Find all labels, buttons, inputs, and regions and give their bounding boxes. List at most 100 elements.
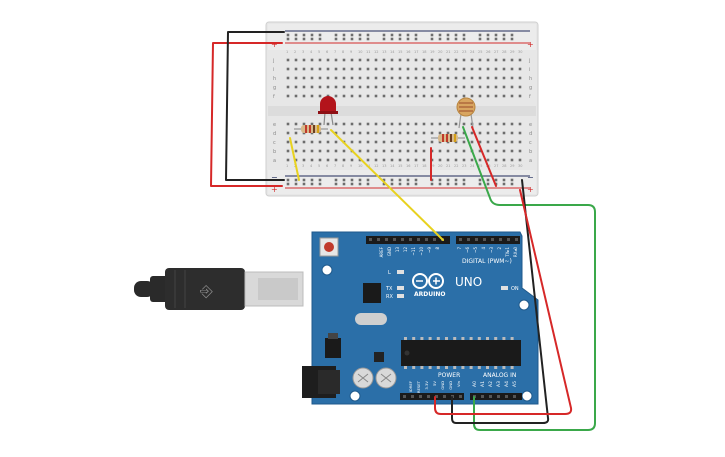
breadboard-hole[interactable] <box>382 94 386 98</box>
breadboard-hole[interactable] <box>366 94 370 98</box>
breadboard-hole[interactable] <box>510 94 514 98</box>
header-pin[interactable] <box>411 395 414 398</box>
breadboard-hole[interactable] <box>294 140 298 144</box>
breadboard-hole[interactable] <box>358 122 362 126</box>
rail-hole[interactable] <box>462 37 466 41</box>
header-pin[interactable] <box>505 395 508 398</box>
breadboard-hole[interactable] <box>286 67 290 71</box>
rail-hole[interactable] <box>478 182 482 186</box>
wire-red-rail-left[interactable] <box>210 42 283 187</box>
breadboard-hole[interactable] <box>390 131 394 135</box>
breadboard-hole[interactable] <box>446 85 450 89</box>
breadboard-hole[interactable] <box>310 94 314 98</box>
rail-hole[interactable] <box>302 37 306 41</box>
breadboard-hole[interactable] <box>398 76 402 80</box>
breadboard-hole[interactable] <box>406 67 410 71</box>
breadboard-hole[interactable] <box>422 158 426 162</box>
breadboard-hole[interactable] <box>494 76 498 80</box>
breadboard-hole[interactable] <box>310 58 314 62</box>
breadboard-hole[interactable] <box>486 67 490 71</box>
header-pin[interactable] <box>459 395 462 398</box>
breadboard-hole[interactable] <box>494 58 498 62</box>
breadboard-hole[interactable] <box>398 149 402 153</box>
breadboard-hole[interactable] <box>446 58 450 62</box>
breadboard-hole[interactable] <box>406 131 410 135</box>
breadboard-hole[interactable] <box>350 58 354 62</box>
breadboard-hole[interactable] <box>374 58 378 62</box>
rail-hole[interactable] <box>406 178 410 182</box>
rail-hole[interactable] <box>398 178 402 182</box>
rail-hole[interactable] <box>494 33 498 37</box>
breadboard-holes[interactable] <box>286 33 522 186</box>
header-pin[interactable] <box>513 395 516 398</box>
rail-hole[interactable] <box>462 33 466 37</box>
breadboard-hole[interactable] <box>510 140 514 144</box>
rail-hole[interactable] <box>334 182 338 186</box>
rail-hole[interactable] <box>350 178 354 182</box>
breadboard-hole[interactable] <box>390 76 394 80</box>
header-pin[interactable] <box>409 238 412 241</box>
rail-hole[interactable] <box>438 37 442 41</box>
breadboard-hole[interactable] <box>310 76 314 80</box>
rail-hole[interactable] <box>294 182 298 186</box>
breadboard-hole[interactable] <box>454 131 458 135</box>
breadboard-hole[interactable] <box>286 85 290 89</box>
breadboard-hole[interactable] <box>470 94 474 98</box>
resistor-ldr[interactable] <box>431 134 465 142</box>
breadboard-hole[interactable] <box>366 76 370 80</box>
breadboard-hole[interactable] <box>334 122 338 126</box>
rail-hole[interactable] <box>446 37 450 41</box>
breadboard-hole[interactable] <box>294 85 298 89</box>
breadboard-hole[interactable] <box>502 149 506 153</box>
breadboard-hole[interactable] <box>326 58 330 62</box>
header-pin[interactable] <box>377 238 380 241</box>
breadboard-hole[interactable] <box>518 85 522 89</box>
breadboard-hole[interactable] <box>294 149 298 153</box>
breadboard-hole[interactable] <box>374 158 378 162</box>
header-pin[interactable] <box>401 238 404 241</box>
rail-hole[interactable] <box>350 37 354 41</box>
wire-green-a0[interactable] <box>462 126 596 431</box>
breadboard-hole[interactable] <box>518 131 522 135</box>
breadboard-hole[interactable] <box>486 58 490 62</box>
rail-hole[interactable] <box>414 33 418 37</box>
rail-hole[interactable] <box>342 37 346 41</box>
rail-hole[interactable] <box>430 182 434 186</box>
breadboard-hole[interactable] <box>518 94 522 98</box>
breadboard-hole[interactable] <box>326 76 330 80</box>
power-header[interactable] <box>400 393 464 400</box>
breadboard-hole[interactable] <box>366 158 370 162</box>
breadboard-hole[interactable] <box>502 58 506 62</box>
breadboard-hole[interactable] <box>486 131 490 135</box>
breadboard-hole[interactable] <box>462 149 466 153</box>
breadboard-hole[interactable] <box>510 76 514 80</box>
breadboard-hole[interactable] <box>430 67 434 71</box>
breadboard-hole[interactable] <box>422 131 426 135</box>
rail-hole[interactable] <box>414 37 418 41</box>
header-pin[interactable] <box>427 395 430 398</box>
rail-hole[interactable] <box>350 33 354 37</box>
breadboard-hole[interactable] <box>502 122 506 126</box>
breadboard-hole[interactable] <box>358 94 362 98</box>
rail-hole[interactable] <box>286 182 290 186</box>
rail-hole[interactable] <box>462 178 466 182</box>
rail-hole[interactable] <box>510 37 514 41</box>
breadboard-hole[interactable] <box>398 94 402 98</box>
wire-black-rail-left[interactable] <box>225 31 285 181</box>
breadboard-hole[interactable] <box>294 76 298 80</box>
breadboard-hole[interactable] <box>462 122 466 126</box>
breadboard-hole[interactable] <box>294 122 298 126</box>
breadboard-hole[interactable] <box>334 131 338 135</box>
rail-hole[interactable] <box>318 33 322 37</box>
breadboard-hole[interactable] <box>318 122 322 126</box>
breadboard-hole[interactable] <box>358 131 362 135</box>
breadboard-hole[interactable] <box>406 76 410 80</box>
breadboard-hole[interactable] <box>454 67 458 71</box>
breadboard-hole[interactable] <box>374 67 378 71</box>
digital-header-left[interactable] <box>366 236 450 244</box>
breadboard-hole[interactable] <box>358 67 362 71</box>
rail-hole[interactable] <box>358 182 362 186</box>
breadboard-hole[interactable] <box>358 140 362 144</box>
rail-hole[interactable] <box>454 178 458 182</box>
